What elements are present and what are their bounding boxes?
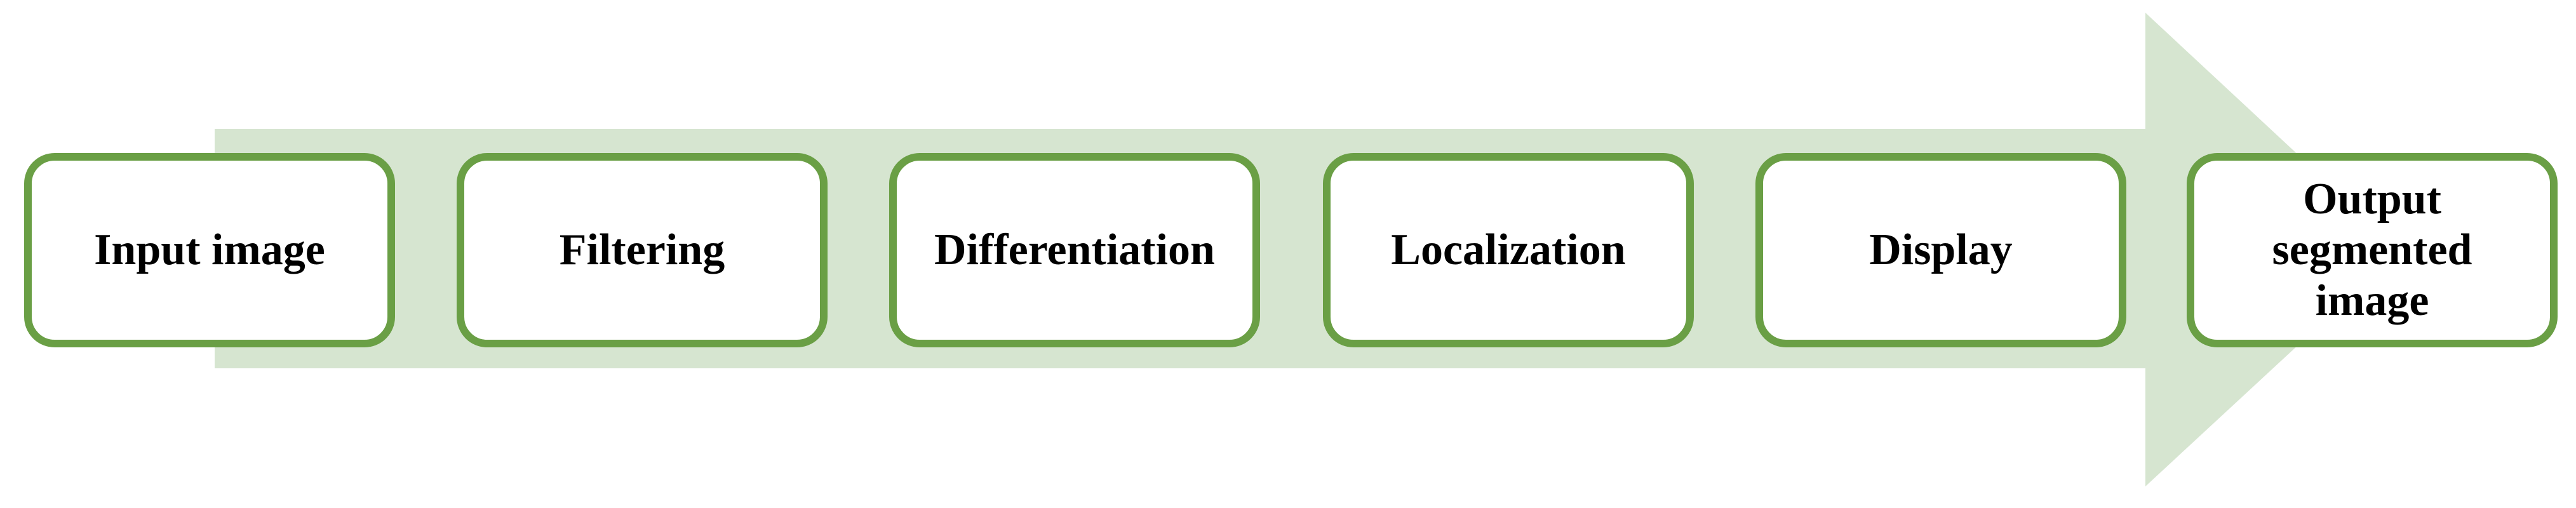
step-filtering[interactable]: Filtering <box>457 153 828 347</box>
step-label: Localization <box>1391 225 1626 274</box>
step-display[interactable]: Display <box>1755 153 2126 347</box>
step-label: Filtering <box>559 225 725 274</box>
step-input-image[interactable]: Input image <box>24 153 395 347</box>
step-label: Differentiation <box>934 225 1215 274</box>
step-differentiation[interactable]: Differentiation <box>889 153 1260 347</box>
step-localization[interactable]: Localization <box>1323 153 1694 347</box>
process-arrow-shape <box>215 13 2401 486</box>
step-label: Display <box>1869 225 2013 274</box>
step-output-segmented-image[interactable]: Output segmented image <box>2187 153 2558 347</box>
step-label: Input image <box>94 225 325 274</box>
step-label: Output segmented image <box>2272 175 2472 325</box>
